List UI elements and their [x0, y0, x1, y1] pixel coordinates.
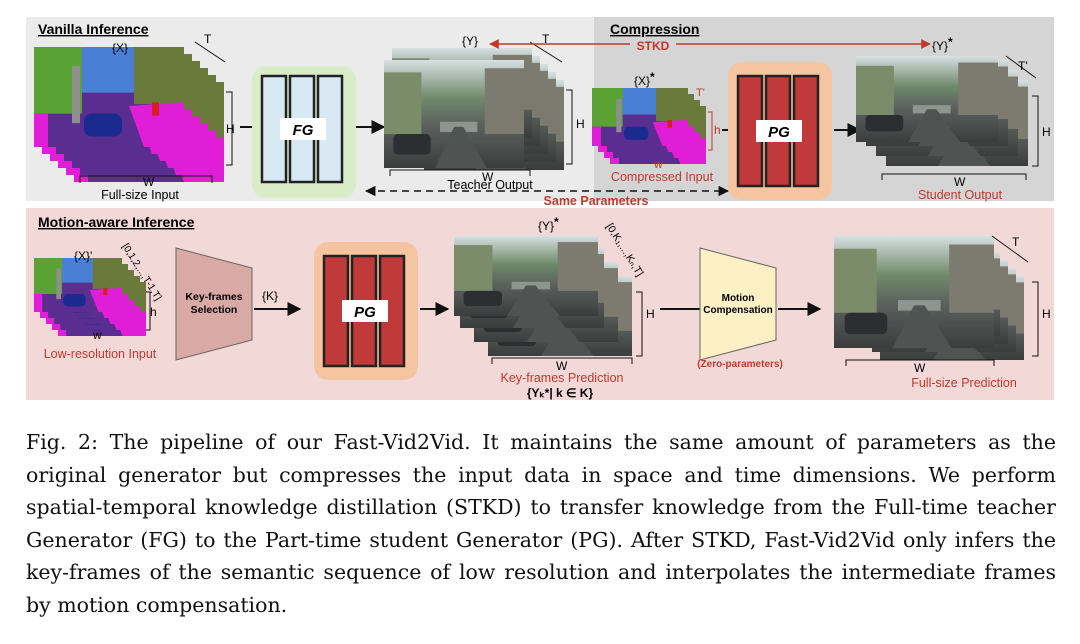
stkd-label: STKD [637, 39, 670, 53]
mc-label-2: Compensation [703, 305, 772, 316]
motion-compensation-block: Motion Compensation [699, 247, 777, 361]
key-sel-label-1: Key-frames [185, 291, 242, 303]
full-input-dim-w: W [143, 175, 155, 189]
low-res-input-dim-h: h [150, 305, 157, 319]
full-input-dim-t: T [204, 32, 212, 46]
same-parameters-label: Same Parameters [544, 194, 649, 208]
full-pred-dim-w: W [914, 361, 926, 375]
student-dim-h: H [1042, 125, 1051, 139]
compression-title: Compression [610, 21, 699, 37]
teacher-set: {Y} [462, 34, 478, 48]
pred-label: Key-frames Prediction [501, 371, 624, 385]
mc-label-1: Motion [722, 293, 755, 304]
compressed-input-dim-h: h [714, 123, 721, 137]
teacher-output-stack [384, 48, 564, 170]
teacher-dim-h: H [576, 117, 585, 131]
pg-label-motion: PG [354, 304, 376, 321]
student-dim-w: W [954, 175, 966, 189]
pg-generator-compression: PG [728, 62, 832, 200]
key-frames-selection-block: Key-frames Selection [175, 247, 253, 361]
teacher-dim-w: W [482, 170, 494, 184]
pred-set: {Y}* [538, 215, 559, 233]
k-set: {K} [262, 289, 278, 303]
figure-caption: Fig. 2: The pipeline of our Fast-Vid2Vid… [26, 430, 1056, 617]
full-pred-dim-t: T [1012, 235, 1020, 249]
full-pred-dim-h: H [1042, 307, 1051, 321]
fg-label: FG [293, 122, 314, 139]
pred-dim-h: H [646, 307, 655, 321]
mc-note: (Zero-parameters) [697, 359, 783, 370]
full-size-prediction-stack [834, 236, 1024, 360]
compressed-input-dim-t: T' [696, 87, 705, 99]
motion-title: Motion-aware Inference [38, 214, 195, 230]
pg-generator-motion: PG [314, 242, 418, 380]
fg-generator: FG [252, 66, 356, 198]
low-res-input-label: Low-resolution Input [44, 347, 157, 361]
pipeline-figure: Vanilla Inference {X} T H W Full-size In… [26, 17, 1054, 400]
vanilla-title: Vanilla Inference [38, 21, 149, 37]
pg-label-compression: PG [768, 124, 790, 141]
pred-dim-w: W [556, 359, 568, 373]
full-input-set: {X} [112, 41, 128, 55]
full-input-label: Full-size Input [101, 188, 179, 202]
full-pred-label: Full-size Prediction [911, 376, 1017, 390]
student-dim-t: T' [1018, 59, 1028, 73]
full-size-input-stack [34, 47, 224, 182]
full-input-dim-h: H [226, 122, 235, 136]
compressed-input-dim-w: w [653, 157, 663, 171]
compressed-input-label: Compressed Input [611, 170, 714, 184]
pred-formula: {Yₖ*| k ∈ K} [527, 386, 594, 400]
low-res-input-set: {X}' [74, 249, 92, 263]
teacher-label: Teacher Output [447, 178, 533, 192]
compressed-input-set: {X}* [634, 70, 655, 88]
teacher-dim-t: T [542, 32, 550, 46]
student-output-stack [856, 56, 1028, 166]
student-set: {Y}* [932, 35, 953, 53]
compressed-input-stack [592, 88, 706, 164]
low-res-input-dim-w: w [92, 328, 102, 342]
key-sel-label-2: Selection [191, 304, 238, 316]
student-label: Student Output [918, 188, 1003, 202]
